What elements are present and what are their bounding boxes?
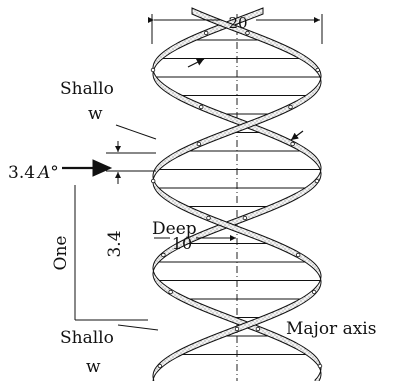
deep-groove-width-label: 10 — [172, 234, 192, 253]
phosphate-dot — [207, 216, 211, 220]
phosphate-dot — [204, 31, 208, 35]
phosphate-dot — [296, 253, 300, 257]
phosphate-dot — [151, 68, 155, 72]
phosphate-dot — [235, 327, 239, 331]
major-axis-label: Major axis — [286, 319, 376, 339]
shallow-groove-bottom-label-cont: w — [86, 357, 101, 377]
phosphate-dot — [169, 290, 173, 294]
phosphate-dot — [158, 364, 162, 368]
phosphate-dot — [291, 142, 295, 146]
shallow-groove-top-pointer — [116, 125, 156, 139]
phosphate-dot — [318, 364, 322, 368]
phosphate-dot — [197, 142, 201, 146]
phosphate-dot — [315, 179, 319, 183]
angstrom-unit: A° — [36, 163, 59, 183]
phosphate-dot — [256, 327, 260, 331]
shallow-groove-bottom-pointer — [118, 325, 158, 330]
phosphate-dot — [289, 105, 293, 109]
phosphate-dot — [316, 68, 320, 72]
shallow-groove-top-label: Shallo — [60, 79, 114, 99]
phosphate-dot — [243, 216, 247, 220]
phosphate-dot — [162, 253, 166, 257]
pitch-value-label: 3.4 — [105, 230, 125, 257]
shallow-groove-bottom-label: Shallo — [60, 328, 114, 348]
shallow-groove-top-label-cont: w — [88, 104, 103, 124]
base-spacing-ticks — [106, 141, 156, 184]
base-spacing-value: 3.4 — [8, 163, 35, 183]
width-label: 20 — [228, 14, 247, 32]
phosphate-dot — [151, 179, 155, 183]
phosphate-dot — [199, 105, 203, 109]
one-turn-label: One — [51, 236, 71, 271]
phosphate-dot — [312, 290, 316, 294]
